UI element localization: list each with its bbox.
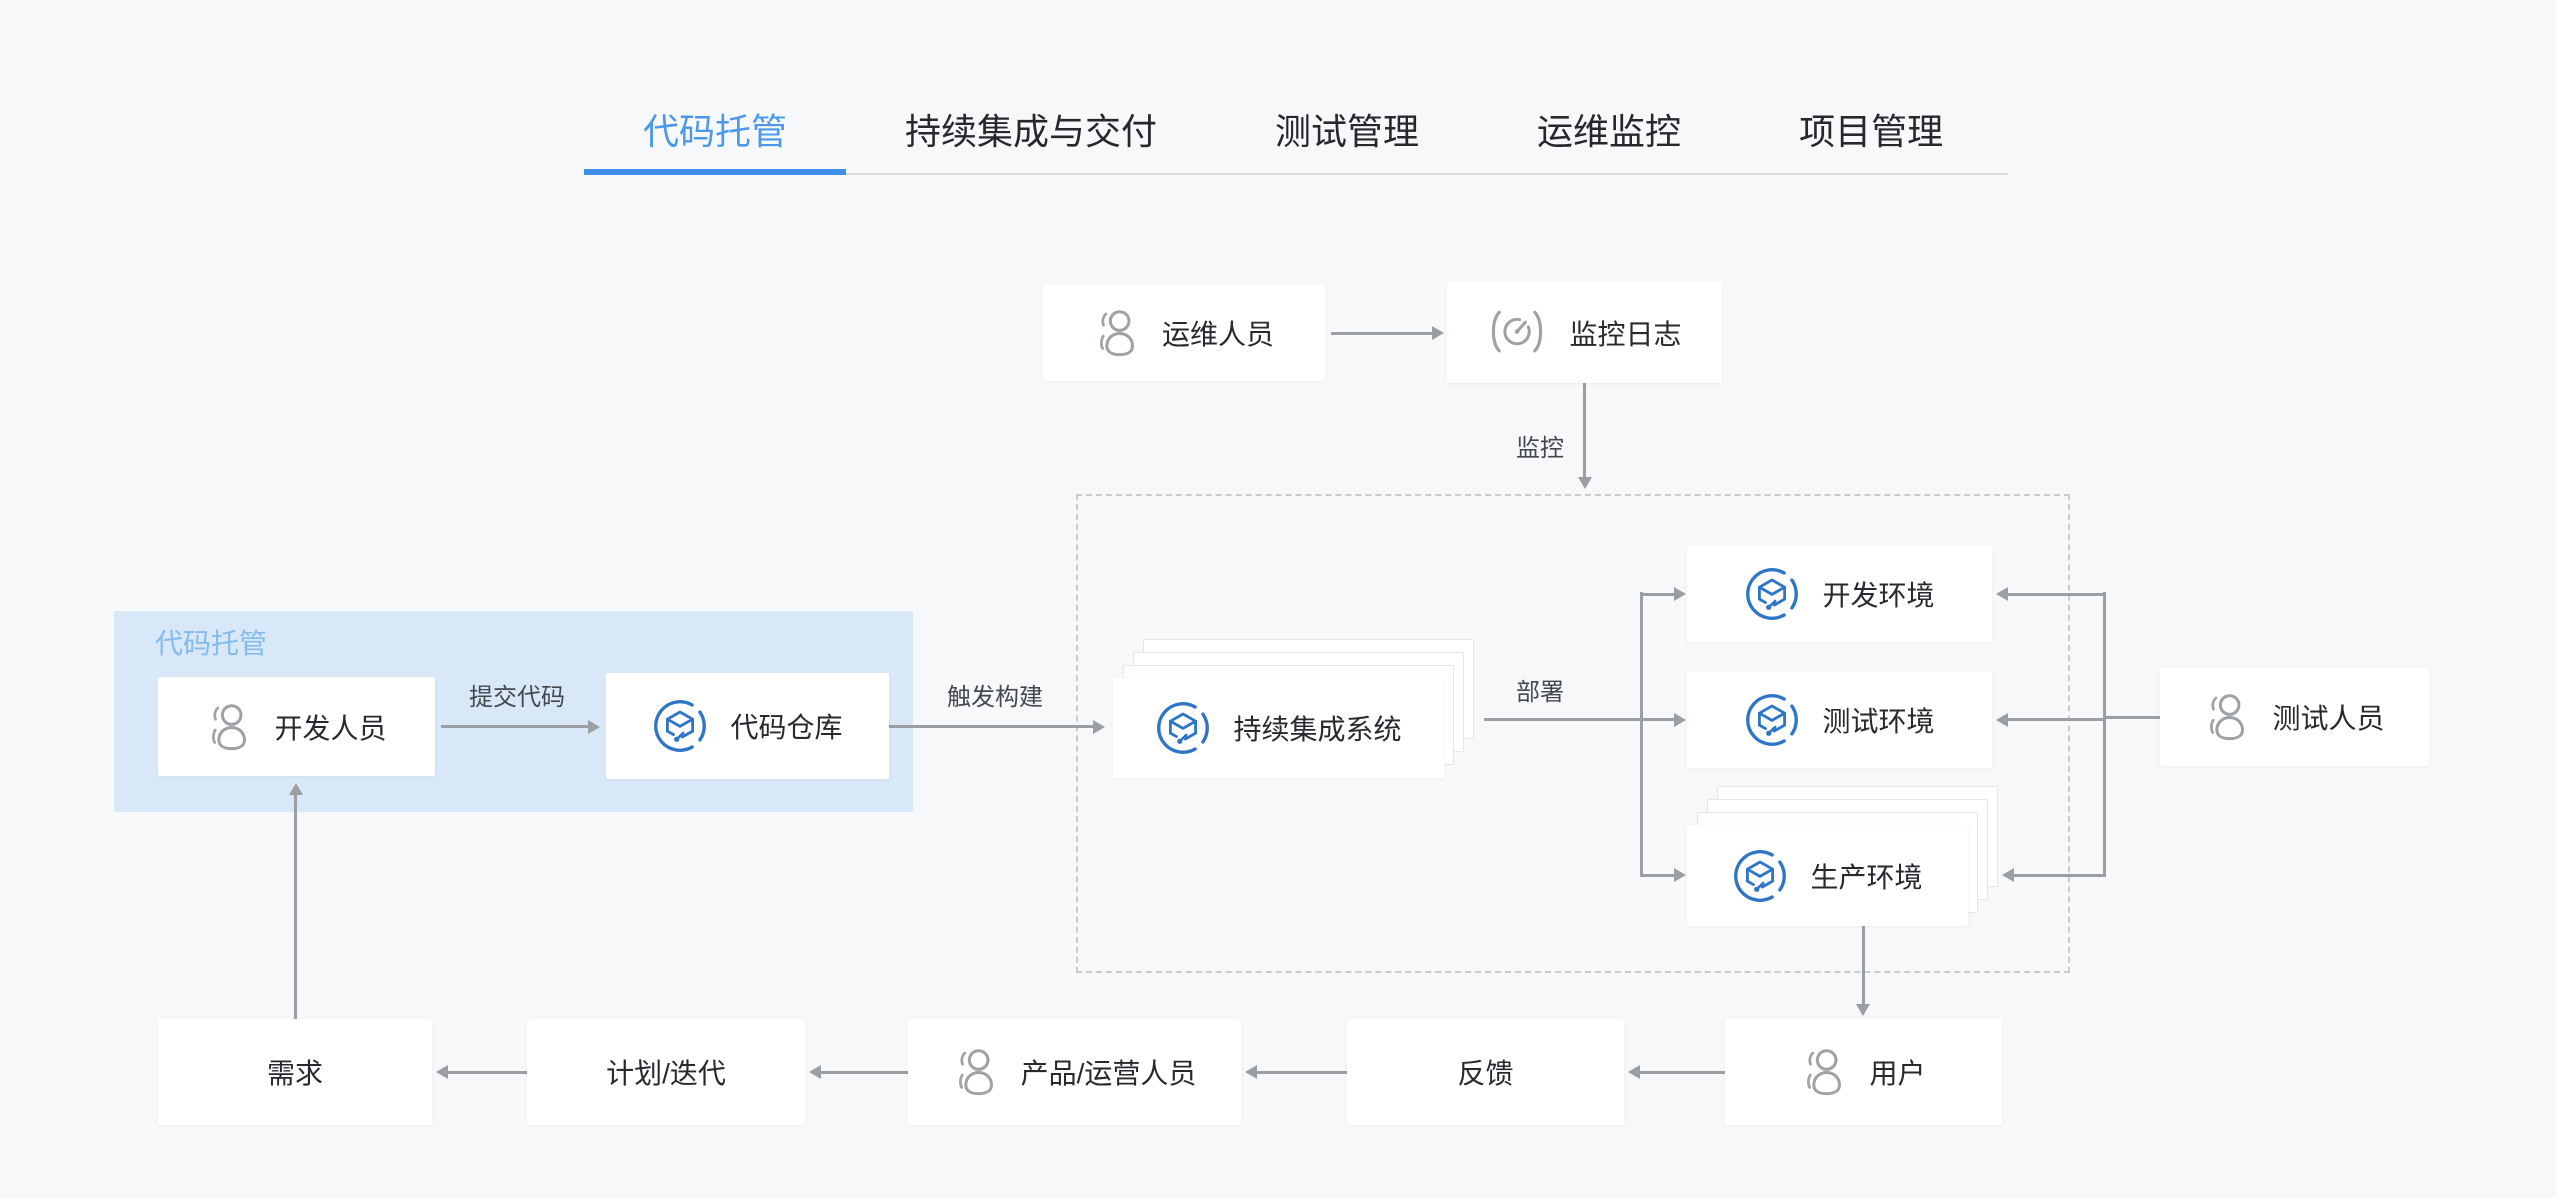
arrowhead [588, 719, 600, 734]
node-test-staff: 测试人员 [2160, 668, 2429, 766]
tab-project-management[interactable]: 项目管理 [1799, 111, 1944, 152]
tab-ci-cd[interactable]: 持续集成与交付 [905, 111, 1158, 152]
arrowhead [1628, 1065, 1640, 1079]
node-label: 运维人员 [1161, 319, 1274, 350]
arrow-teststaff-to-prodenv [2014, 873, 2103, 877]
node-ops-staff: 运维人员 [1043, 285, 1325, 381]
environments-dashed-group [1076, 494, 2070, 973]
deploy-branch-line [1640, 592, 1643, 877]
arrow-deploy-to-prodenv [1643, 873, 1677, 877]
cube-icon [652, 698, 708, 754]
arrow-plan-to-demand [448, 1070, 527, 1074]
arrowhead [1674, 587, 1686, 601]
cube-icon [1744, 566, 1800, 622]
node-label: 测试环境 [1822, 706, 1935, 737]
arrow-deploy-to-testenv [1643, 718, 1677, 721]
edge-label-submit-code: 提交代码 [469, 684, 565, 711]
node-plan-iteration: 计划/迭代 [527, 1019, 805, 1125]
node-label: 代码仓库 [730, 712, 843, 743]
arrow-demand-to-devstaff [294, 794, 297, 1019]
edge-label-trigger-build: 触发构建 [947, 684, 1043, 711]
person-icon [2204, 692, 2250, 742]
arrow-monitorlog-to-envs [1583, 383, 1586, 480]
node-code-repo: 代码仓库 [606, 673, 889, 779]
node-label: 监控日志 [1569, 318, 1682, 350]
node-feedback: 反馈 [1347, 1019, 1624, 1125]
node-prod-env: 生产环境 [1687, 825, 1968, 926]
node-dev-staff: 开发人员 [158, 677, 435, 776]
arrow-feedback-to-product [1257, 1070, 1347, 1074]
arrow-teststaff-to-testenv [2008, 718, 2103, 721]
arrow-product-to-plan [821, 1070, 908, 1074]
cube-icon [1744, 692, 1800, 748]
node-label: 需求 [266, 1058, 323, 1089]
node-demand: 需求 [158, 1019, 432, 1125]
arrowhead [436, 1065, 448, 1079]
edge-label-monitor: 监控 [1516, 435, 1564, 462]
arrowhead [809, 1065, 821, 1079]
node-label: 持续集成系统 [1233, 714, 1402, 745]
node-label: 生产环境 [1810, 861, 1923, 893]
node-label: 用户 [1869, 1058, 1926, 1089]
arrowhead [1245, 1065, 1257, 1079]
node-dev-env: 开发环境 [1687, 546, 1992, 642]
arrowhead [1674, 868, 1686, 882]
arrowhead [288, 783, 303, 795]
line-teststaff-to-branch [2106, 715, 2160, 719]
teststaff-branch-line [2103, 592, 2106, 877]
arrowhead [1674, 712, 1686, 727]
cube-icon [1732, 848, 1788, 904]
person-icon [206, 702, 252, 752]
node-user: 用户 [1725, 1019, 2002, 1125]
node-label: 开发人员 [274, 712, 387, 744]
arrowhead [1856, 1004, 1870, 1016]
arrow-prodenv-to-user [1861, 926, 1865, 1007]
arrowhead [2002, 868, 2014, 882]
arrow-deploy-to-devenv [1643, 592, 1677, 596]
person-icon [953, 1047, 999, 1097]
code-hosting-panel-label: 代码托管 [155, 628, 268, 659]
gauge-icon [1487, 309, 1547, 356]
node-ci-system: 持续集成系统 [1113, 678, 1444, 778]
arrowhead [1577, 477, 1592, 489]
arrowhead [1996, 587, 2008, 601]
node-label: 计划/迭代 [606, 1058, 726, 1089]
node-test-env: 测试环境 [1687, 672, 1992, 768]
arrowhead [1093, 719, 1105, 734]
node-label: 产品/运营人员 [1020, 1058, 1197, 1089]
node-product-staff: 产品/运营人员 [908, 1019, 1241, 1125]
node-label: 反馈 [1457, 1058, 1514, 1089]
arrowhead [1432, 326, 1444, 340]
person-icon [1801, 1047, 1847, 1097]
tab-code-hosting[interactable]: 代码托管 [584, 91, 847, 175]
line-ci-deploy [1484, 718, 1643, 721]
tab-bar: 代码托管 持续集成与交付 测试管理 运维监控 项目管理 [584, 91, 2008, 175]
arrow-teststaff-to-devenv [2008, 592, 2103, 596]
tab-ops-monitoring[interactable]: 运维监控 [1537, 111, 1682, 152]
person-icon [1094, 308, 1140, 358]
node-label: 测试人员 [2272, 703, 2385, 734]
arrow-ops-to-monitorlog [1331, 332, 1433, 335]
tab-test-management[interactable]: 测试管理 [1275, 111, 1420, 152]
node-monitor-log: 监控日志 [1447, 282, 1722, 383]
cube-icon [1155, 700, 1211, 756]
arrow-devstaff-to-repo [441, 725, 591, 728]
arrow-user-to-feedback [1640, 1070, 1725, 1074]
arrowhead [1996, 712, 2008, 727]
node-label: 开发环境 [1822, 580, 1935, 611]
arrow-repo-to-ci [889, 725, 1096, 728]
edge-label-deploy: 部署 [1516, 679, 1564, 706]
